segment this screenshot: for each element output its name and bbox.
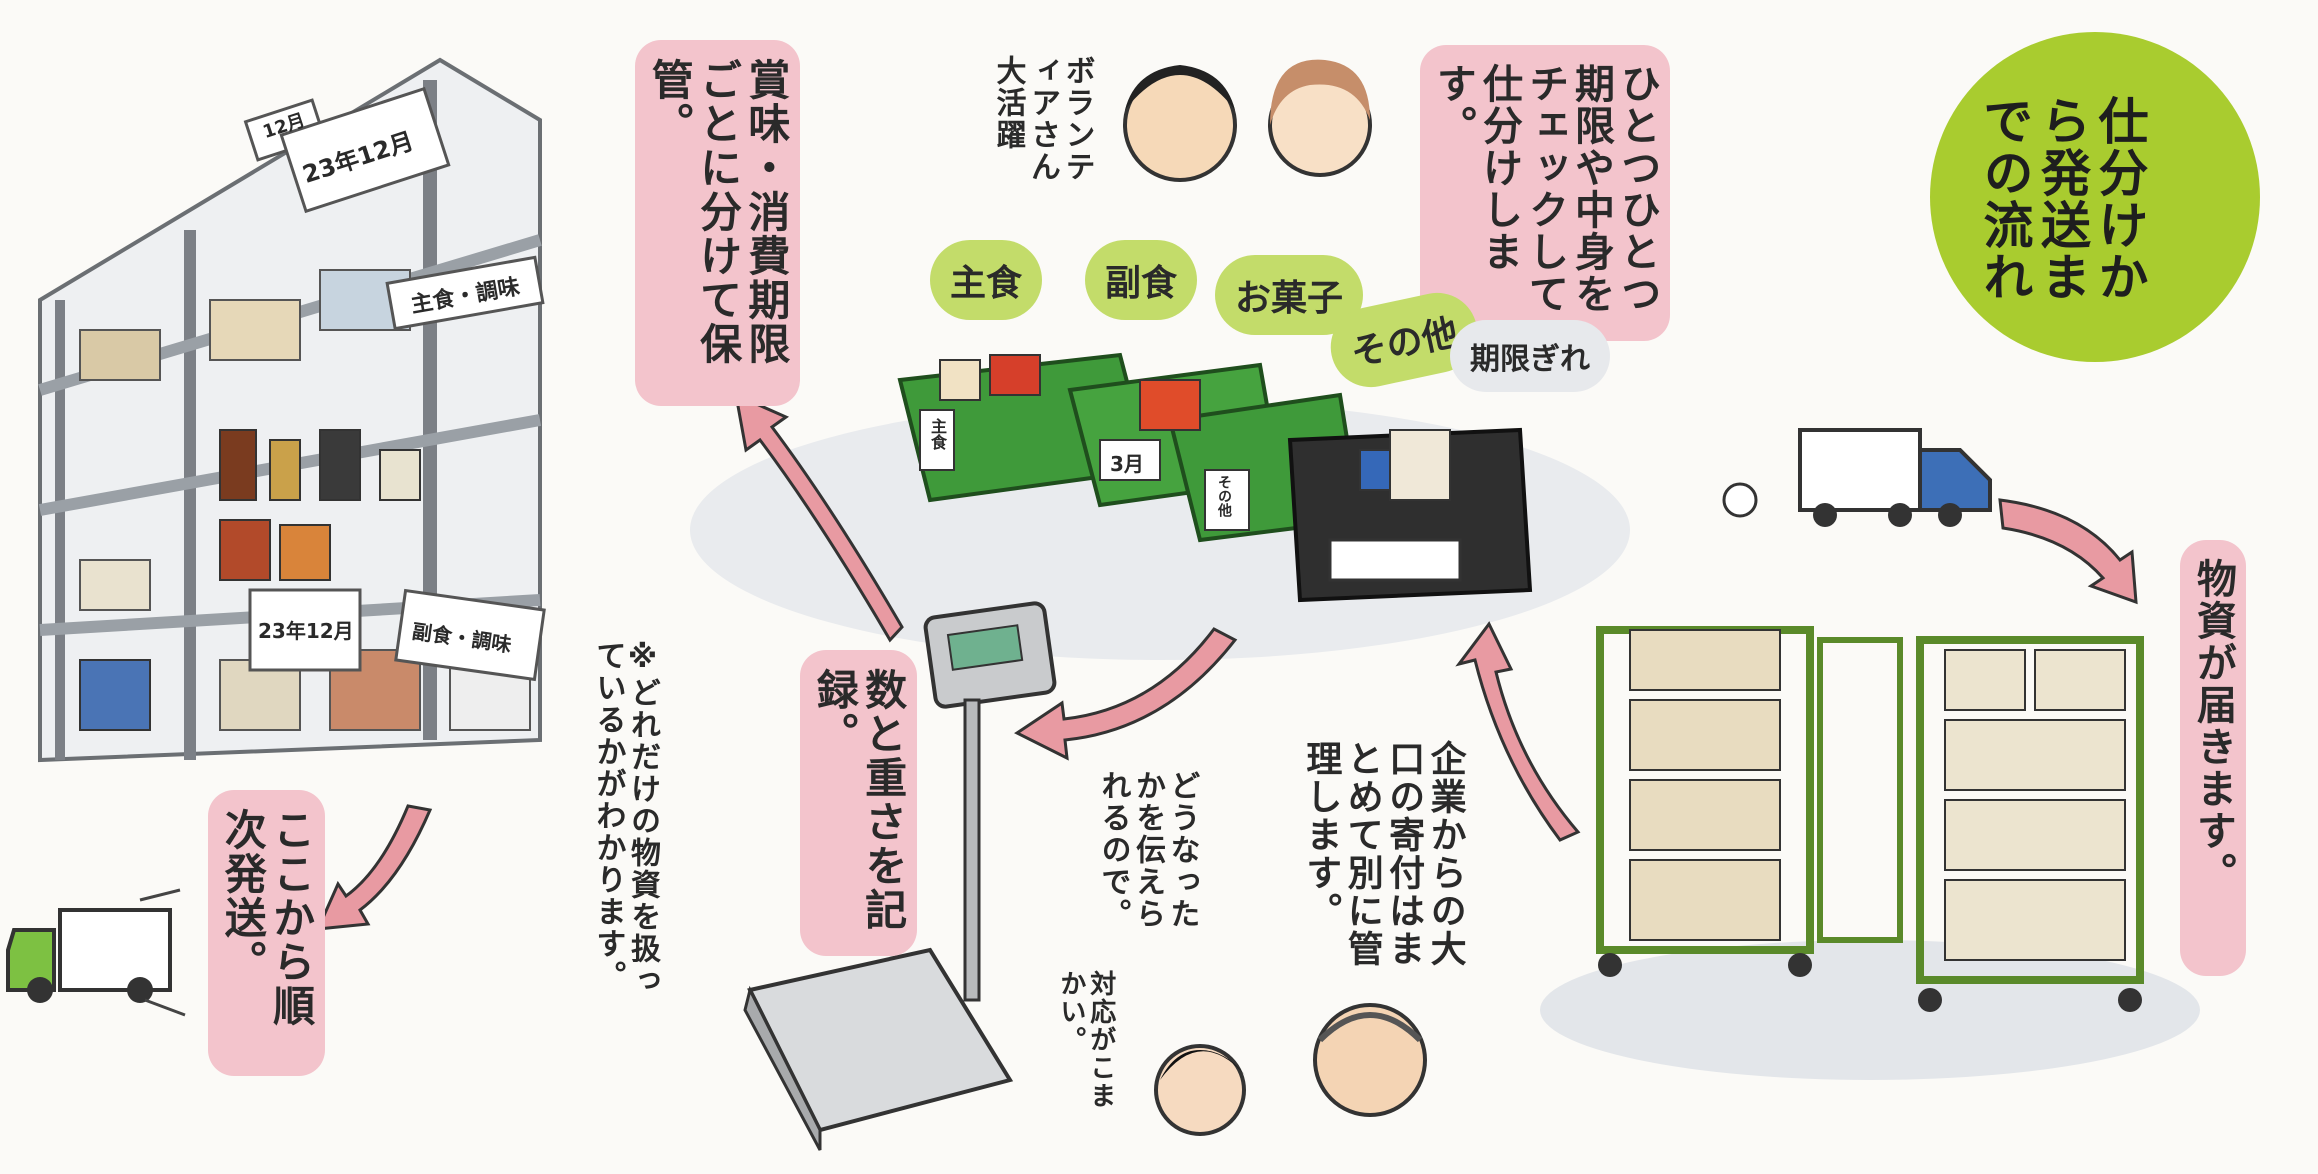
label-volunteer: ボランティアさん大活躍 bbox=[990, 55, 1095, 183]
label-check: ひとつひとつ期限や中身をチェックして仕分けします。 bbox=[1420, 45, 1670, 341]
label-company: 企業からの大口の寄付はまとめて別に管理します。 bbox=[1300, 740, 1466, 968]
sorting-crates bbox=[690, 352, 1630, 660]
label-record: 数と重さを記録。 bbox=[800, 650, 917, 956]
label-note: ※どれだけの物資を扱っているかがわかります。 bbox=[590, 640, 661, 997]
label-cat-side: 副食 bbox=[1085, 240, 1198, 320]
label-cat-staple: 主食 bbox=[930, 240, 1043, 320]
label-bestbefore: 賞味・消費期限ごとに分けて保管。 bbox=[635, 40, 800, 406]
delivery-carts bbox=[1540, 626, 2200, 1080]
crate-tag-3: その他 bbox=[1216, 475, 1232, 517]
shelf-tags-bg bbox=[243, 86, 546, 682]
crate-tag-2: 3月 bbox=[1110, 452, 1144, 476]
truck-green-icon bbox=[6, 888, 186, 1017]
truck-blue-icon bbox=[1722, 428, 1992, 527]
title-circle bbox=[1930, 32, 2260, 362]
crate-tag-1: 主食 bbox=[928, 418, 947, 450]
storage-shelves bbox=[38, 57, 542, 763]
label-expired: 期限ぎれ bbox=[1450, 320, 1610, 392]
weight-scale bbox=[743, 601, 1057, 1151]
label-response: 対応がこまかい。 bbox=[1055, 970, 1116, 1110]
label-ship: ここから順次発送。 bbox=[208, 790, 325, 1076]
label-company2: どうなったかを伝えられるので。 bbox=[1095, 770, 1200, 930]
volunteer-faces bbox=[1123, 59, 1372, 182]
shelf-tag-4: 23年12月 bbox=[258, 619, 354, 643]
label-arrive: 物資が届きます。 bbox=[2180, 540, 2246, 976]
staff-faces bbox=[1154, 1003, 1427, 1136]
page-title: 仕分けから発送までの流れ bbox=[1975, 95, 2149, 303]
